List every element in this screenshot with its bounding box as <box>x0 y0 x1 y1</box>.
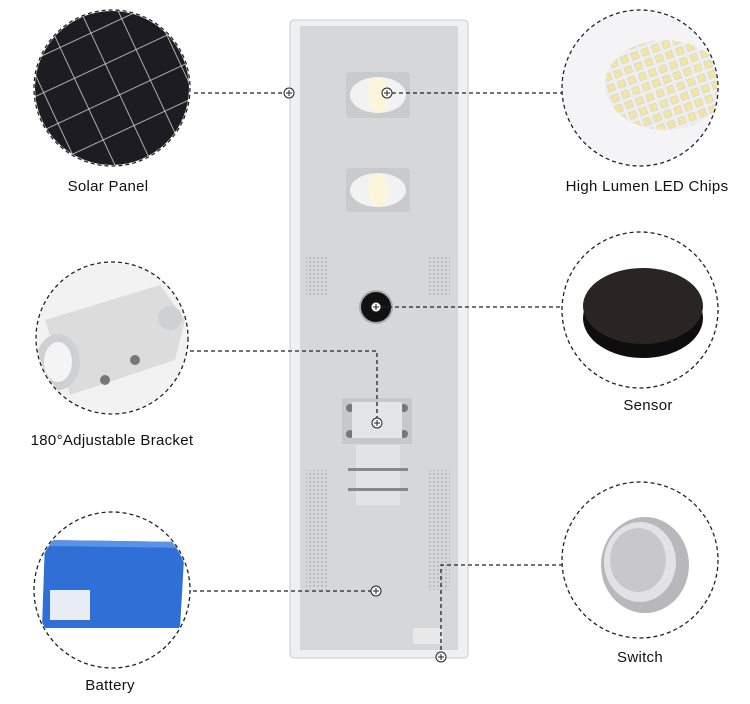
bracket-detail <box>35 261 189 415</box>
street-light-body <box>289 19 469 659</box>
label-battery: Battery <box>85 677 135 694</box>
label-switch: Switch <box>617 649 663 666</box>
label-led-chips: High Lumen LED Chips <box>565 178 729 195</box>
leader-lines <box>190 92 563 652</box>
bracket-mount <box>342 398 412 505</box>
label-bracket: 180°Adjustable Bracket <box>30 432 194 449</box>
battery-detail <box>33 511 191 669</box>
led-module-1 <box>346 72 410 118</box>
sensor-detail <box>561 231 719 389</box>
spec-label-sticker <box>413 628 443 644</box>
led-chips-detail <box>561 9 719 167</box>
solar-panel-detail <box>33 9 191 167</box>
label-sensor: Sensor <box>623 397 673 414</box>
plus-markers <box>283 87 447 663</box>
switch-detail <box>561 481 719 639</box>
led-module-2 <box>346 168 410 212</box>
label-solar-panel: Solar Panel <box>67 178 149 195</box>
